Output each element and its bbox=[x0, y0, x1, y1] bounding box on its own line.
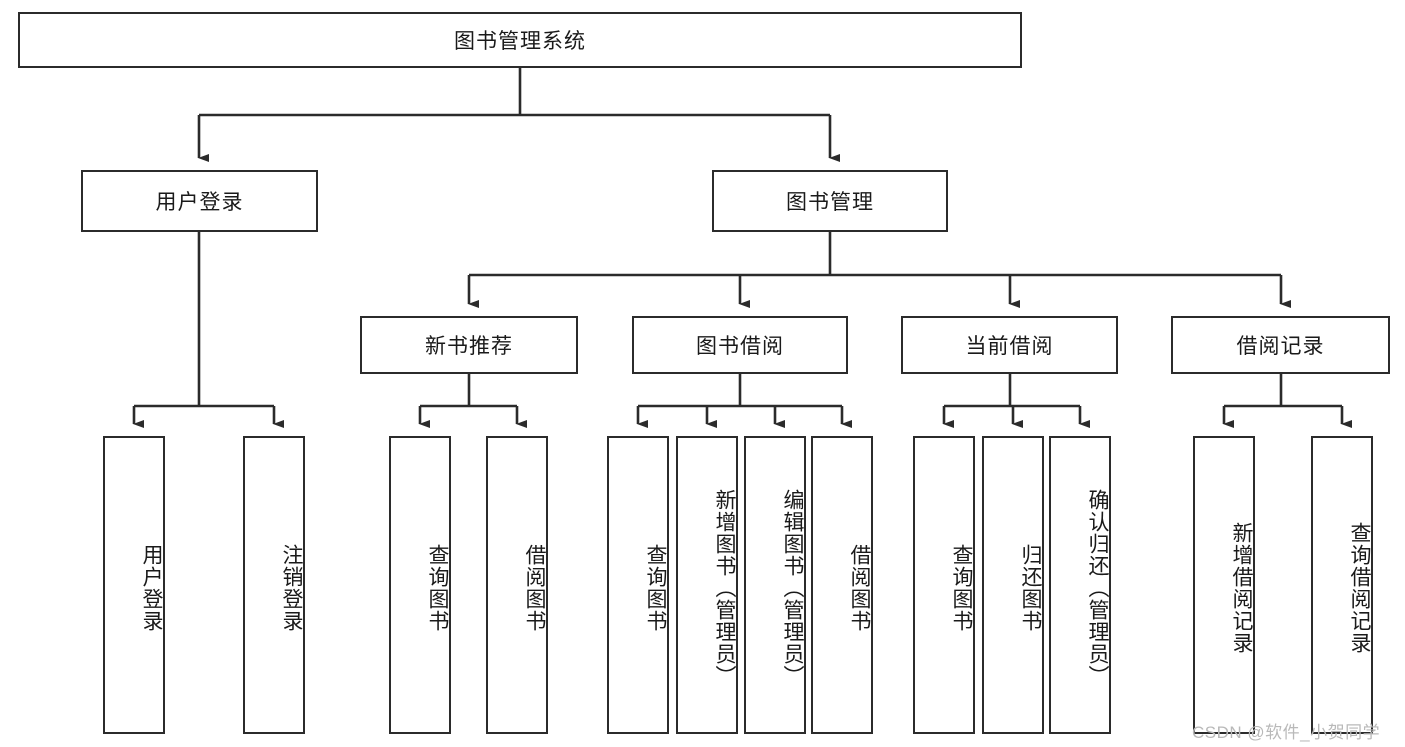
node-book-borrow[interactable]: 图书借阅 bbox=[632, 316, 848, 374]
node-leaf-confirm-return-admin-label: 确认归还（管理员） bbox=[1086, 489, 1109, 687]
node-new-book-recommend-label: 新书推荐 bbox=[425, 335, 513, 358]
node-current-borrow-label: 当前借阅 bbox=[965, 335, 1054, 358]
node-borrow-record[interactable]: 借阅记录 bbox=[1171, 316, 1390, 374]
node-leaf-add-book-admin[interactable]: 新增图书（管理员） bbox=[676, 436, 738, 734]
node-root-label: 图书管理系统 bbox=[454, 30, 586, 53]
node-leaf-query-borrow-record-label: 查询借阅记录 bbox=[1348, 522, 1371, 654]
node-leaf-return-book[interactable]: 归还图书 bbox=[982, 436, 1044, 734]
node-leaf-borrow-book-2-label: 借阅图书 bbox=[848, 544, 871, 632]
node-leaf-query-book-3[interactable]: 查询图书 bbox=[913, 436, 975, 734]
node-leaf-query-book-2-label: 查询图书 bbox=[644, 544, 667, 632]
node-leaf-borrow-book-1[interactable]: 借阅图书 bbox=[486, 436, 548, 734]
node-leaf-confirm-return-admin[interactable]: 确认归还（管理员） bbox=[1049, 436, 1111, 734]
node-user-login[interactable]: 用户登录 bbox=[81, 170, 318, 232]
node-leaf-return-book-label: 归还图书 bbox=[1019, 544, 1042, 632]
node-book-management-label: 图书管理 bbox=[786, 191, 874, 214]
node-leaf-add-borrow-record-label: 新增借阅记录 bbox=[1230, 522, 1253, 654]
node-leaf-logout-label: 注销登录 bbox=[280, 544, 303, 632]
watermark-text: CSDN @软件_小贺同学 bbox=[1192, 723, 1381, 742]
node-leaf-edit-book-admin[interactable]: 编辑图书（管理员） bbox=[744, 436, 806, 734]
node-leaf-query-book-1[interactable]: 查询图书 bbox=[389, 436, 451, 734]
node-book-management[interactable]: 图书管理 bbox=[712, 170, 948, 232]
node-leaf-user-login[interactable]: 用户登录 bbox=[103, 436, 165, 734]
node-book-borrow-label: 图书借阅 bbox=[696, 335, 784, 358]
node-borrow-record-label: 借阅记录 bbox=[1236, 335, 1325, 358]
node-leaf-add-book-admin-label: 新增图书（管理员） bbox=[713, 489, 736, 687]
node-leaf-query-borrow-record[interactable]: 查询借阅记录 bbox=[1311, 436, 1373, 734]
node-leaf-logout[interactable]: 注销登录 bbox=[243, 436, 305, 734]
node-leaf-query-book-3-label: 查询图书 bbox=[950, 544, 973, 632]
node-leaf-borrow-book-1-label: 借阅图书 bbox=[523, 544, 546, 632]
node-leaf-query-book-1-label: 查询图书 bbox=[426, 544, 449, 632]
node-leaf-query-book-2[interactable]: 查询图书 bbox=[607, 436, 669, 734]
node-current-borrow[interactable]: 当前借阅 bbox=[901, 316, 1118, 374]
node-root[interactable]: 图书管理系统 bbox=[18, 12, 1022, 68]
node-leaf-edit-book-admin-label: 编辑图书（管理员） bbox=[781, 489, 804, 687]
node-leaf-add-borrow-record[interactable]: 新增借阅记录 bbox=[1193, 436, 1255, 734]
node-leaf-borrow-book-2[interactable]: 借阅图书 bbox=[811, 436, 873, 734]
node-leaf-user-login-label: 用户登录 bbox=[140, 544, 163, 632]
node-new-book-recommend[interactable]: 新书推荐 bbox=[360, 316, 578, 374]
node-user-login-label: 用户登录 bbox=[155, 191, 244, 214]
